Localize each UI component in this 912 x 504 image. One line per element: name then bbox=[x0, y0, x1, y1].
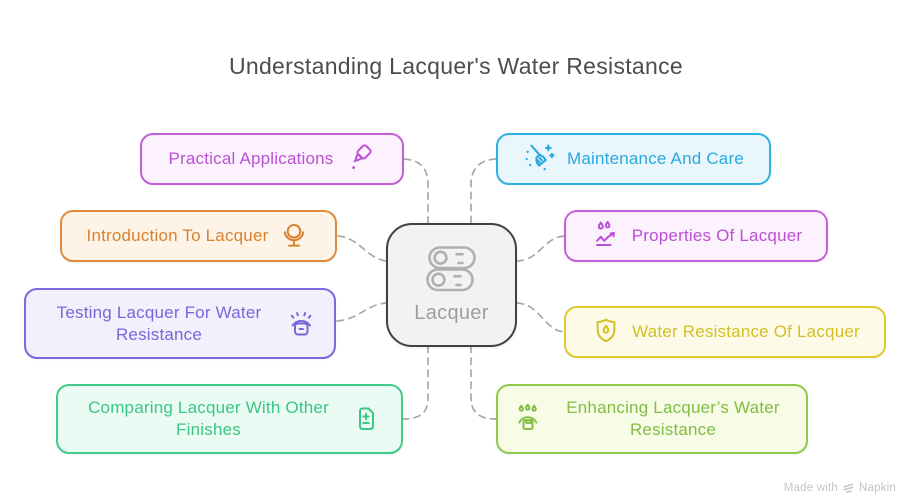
center-node-label: Lacquer bbox=[414, 302, 489, 324]
connector-testing bbox=[336, 302, 387, 322]
connector-properties bbox=[516, 235, 565, 262]
napkin-logo-icon bbox=[842, 481, 855, 494]
node-label: Practical Applications bbox=[168, 149, 334, 168]
plus-minus-document-icon bbox=[350, 403, 382, 435]
vanity-mirror-icon bbox=[278, 220, 310, 252]
connector-practical bbox=[403, 158, 429, 225]
node-properties-of-lacquer[interactable]: Properties Of Lacquer bbox=[564, 210, 828, 262]
watermark-prefix: Made with bbox=[783, 481, 838, 494]
node-practical-applications[interactable]: Practical Applications bbox=[140, 133, 404, 185]
node-water-resistance-of-lacquer[interactable]: Water Resistance Of Lacquer bbox=[564, 306, 886, 358]
connector-introduction bbox=[337, 235, 387, 262]
connector-enhancing bbox=[470, 345, 497, 420]
protective-coating-icon bbox=[512, 403, 544, 435]
node-enhancing-lacquers-water-resistance[interactable]: Enhancing Lacquer’s Water Resistance bbox=[496, 384, 808, 454]
leak-sensor-icon bbox=[285, 308, 317, 340]
node-label: Water Resistance Of Lacquer bbox=[632, 322, 860, 341]
connector-comparing bbox=[402, 345, 429, 420]
node-label: Introduction To Lacquer bbox=[86, 226, 269, 245]
shield-droplet-icon bbox=[590, 316, 622, 348]
node-introduction-to-lacquer[interactable]: Introduction To Lacquer bbox=[60, 210, 337, 262]
diagram-title: Understanding Lacquer's Water Resistance bbox=[228, 53, 684, 79]
node-comparing-lacquer-with-other-finishes[interactable]: Comparing Lacquer With Other Finishes bbox=[56, 384, 403, 454]
glue-bottle-icon bbox=[344, 143, 376, 175]
broom-sparkles-icon bbox=[523, 142, 557, 176]
water-repellent-icon bbox=[590, 220, 622, 252]
connector-maintenance bbox=[470, 158, 497, 225]
node-label: Testing Lacquer For Water Resistance bbox=[56, 302, 262, 344]
node-label: Properties Of Lacquer bbox=[631, 226, 803, 245]
node-label: Enhancing Lacquer’s Water Resistance bbox=[566, 398, 780, 439]
made-with-napkin-link[interactable]: Made with Napkin bbox=[784, 481, 896, 494]
toggle-switches-icon bbox=[425, 245, 478, 293]
center-node-lacquer[interactable]: Lacquer bbox=[386, 223, 517, 347]
node-testing-lacquer-for-water-resistance[interactable]: Testing Lacquer For Water Resistance bbox=[24, 288, 336, 359]
node-label: Maintenance And Care bbox=[567, 149, 744, 168]
node-maintenance-and-care[interactable]: Maintenance And Care bbox=[496, 133, 771, 185]
node-label: Comparing Lacquer With Other Finishes bbox=[88, 398, 329, 439]
connector-water bbox=[516, 302, 565, 333]
watermark-brand: Napkin bbox=[859, 481, 896, 494]
